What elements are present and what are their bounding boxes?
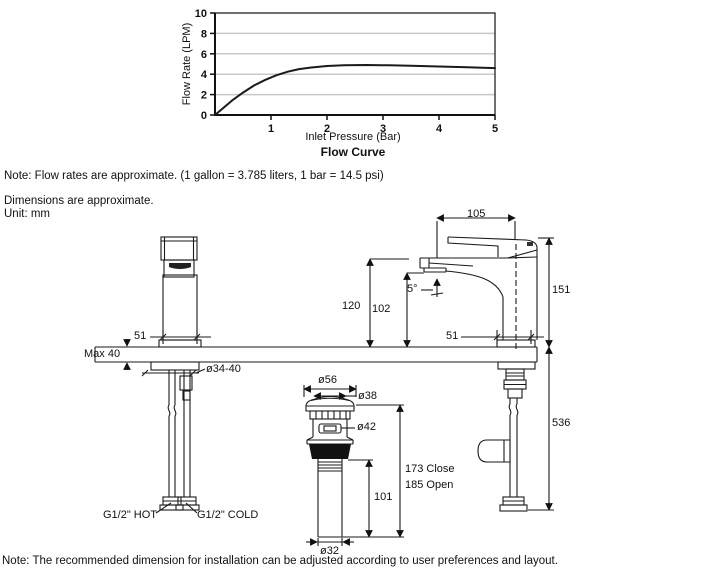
dim-spout-top-height: 120 xyxy=(342,300,361,312)
dim-spout-angle: 5° xyxy=(407,283,418,295)
dim-drain-body: ø42 xyxy=(357,421,376,433)
svg-text:5: 5 xyxy=(492,123,498,135)
height-dim xyxy=(538,237,554,348)
svg-text:0: 0 xyxy=(201,110,207,122)
flow-note: Note: Flow rates are approximate. (1 gal… xyxy=(4,170,384,182)
dim-spout-reach: 105 xyxy=(467,208,486,220)
dim-cold-connection: G1/2" COLD xyxy=(197,509,259,521)
dim-drain-dome: ø38 xyxy=(358,390,377,402)
svg-text:8: 8 xyxy=(201,28,207,40)
svg-text:4: 4 xyxy=(436,123,443,135)
chart-title: Flow Curve xyxy=(321,145,386,159)
drain-assembly xyxy=(305,395,355,538)
svg-text:2: 2 xyxy=(201,90,207,102)
dim-hot-connection: G1/2" HOT xyxy=(103,509,158,521)
mounting-hole-dim xyxy=(141,368,206,377)
dim-drain-open: 185 Open xyxy=(405,479,454,491)
right-faucet-side-view xyxy=(419,236,538,512)
svg-text:6: 6 xyxy=(201,49,207,61)
dim-base-width-side: 51 xyxy=(446,330,459,342)
dim-drain-tail: 101 xyxy=(374,491,393,503)
spout-angle-dim xyxy=(421,278,444,297)
chart-y-axis-label: Flow Rate (LPM) xyxy=(181,23,193,106)
installation-drawing xyxy=(94,214,554,546)
base-width-side-dim xyxy=(461,330,544,344)
install-note: Note: The recommended dimension for inst… xyxy=(2,555,558,567)
dimensions-note: Dimensions are approximate. xyxy=(4,195,154,207)
dim-deck-thickness: Max 40 xyxy=(84,348,121,360)
svg-text:1: 1 xyxy=(268,123,274,135)
svg-text:3: 3 xyxy=(380,123,386,135)
spout-top-height-dim xyxy=(366,258,409,348)
dim-base-width-front: 51 xyxy=(134,330,147,342)
countertop xyxy=(94,346,538,363)
dim-drain-close: 173 Close xyxy=(405,463,455,475)
dim-supply-length: 536 xyxy=(552,417,571,429)
dim-drain-cap: ø56 xyxy=(318,374,337,386)
drain-dims xyxy=(303,385,404,546)
dim-drain-pipe: ø32 xyxy=(320,545,339,557)
supply-length-dim xyxy=(528,346,554,511)
svg-text:4: 4 xyxy=(201,69,208,81)
spout-reach-dim xyxy=(436,214,516,258)
chart-x-axis-label: Inlet Pressure (Bar) xyxy=(305,131,400,143)
svg-text:2: 2 xyxy=(324,123,330,135)
unit-note: Unit: mm xyxy=(4,208,50,220)
spout-outlet-height-dim xyxy=(403,272,424,348)
deck-thickness-dim xyxy=(118,339,136,370)
dim-mounting-hole: ø34-40 xyxy=(206,363,241,375)
left-faucet-front-view xyxy=(150,236,202,514)
base-width-front-dim xyxy=(150,330,211,344)
dim-height: 151 xyxy=(552,284,571,296)
dim-spout-outlet-height: 102 xyxy=(372,303,391,315)
svg-text:10: 10 xyxy=(195,8,207,20)
